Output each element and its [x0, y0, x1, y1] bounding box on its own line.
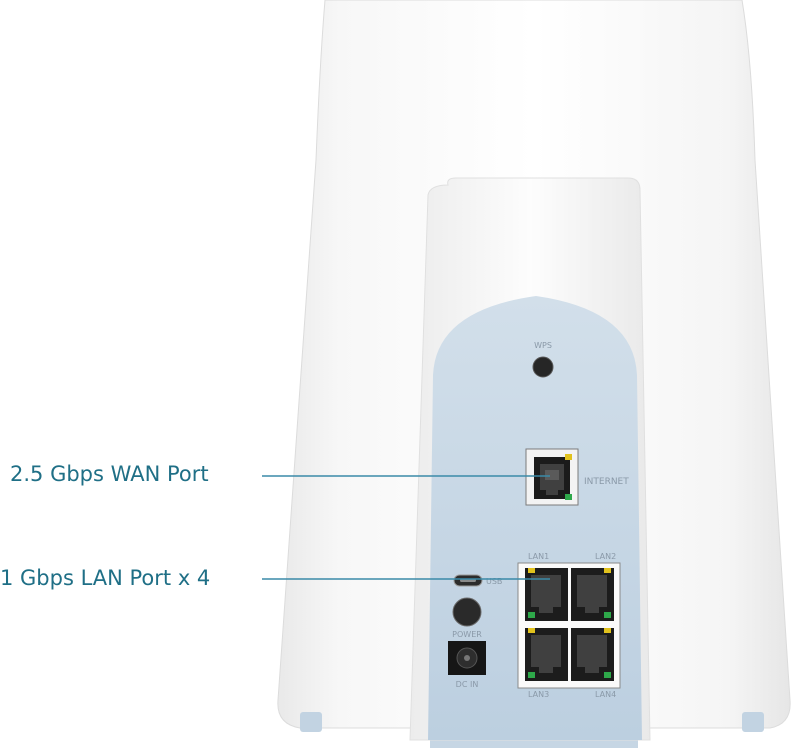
lan4-label: LAN4	[595, 690, 616, 699]
dc-in-port[interactable]	[448, 641, 486, 675]
wps-button[interactable]	[532, 356, 554, 378]
power-button[interactable]	[452, 597, 482, 627]
lan-port-callout: 1 Gbps LAN Port x 4	[0, 566, 211, 590]
lan1-label: LAN1	[528, 552, 549, 561]
lan2-port[interactable]	[571, 568, 614, 621]
wps-label: WPS	[534, 341, 552, 350]
dc-in-label: DC IN	[456, 680, 479, 689]
left-foot	[300, 712, 322, 732]
internet-port[interactable]	[525, 448, 579, 506]
right-foot	[742, 712, 764, 732]
wan-port-callout: 2.5 Gbps WAN Port	[10, 462, 209, 486]
lan3-port[interactable]	[525, 628, 568, 681]
internet-label: INTERNET	[584, 477, 629, 487]
power-label: POWER	[452, 630, 482, 639]
usb-label: USB	[486, 577, 502, 586]
lan1-port[interactable]	[525, 568, 568, 621]
lan3-label: LAN3	[528, 690, 549, 699]
lan2-label: LAN2	[595, 552, 616, 561]
lan4-port[interactable]	[571, 628, 614, 681]
